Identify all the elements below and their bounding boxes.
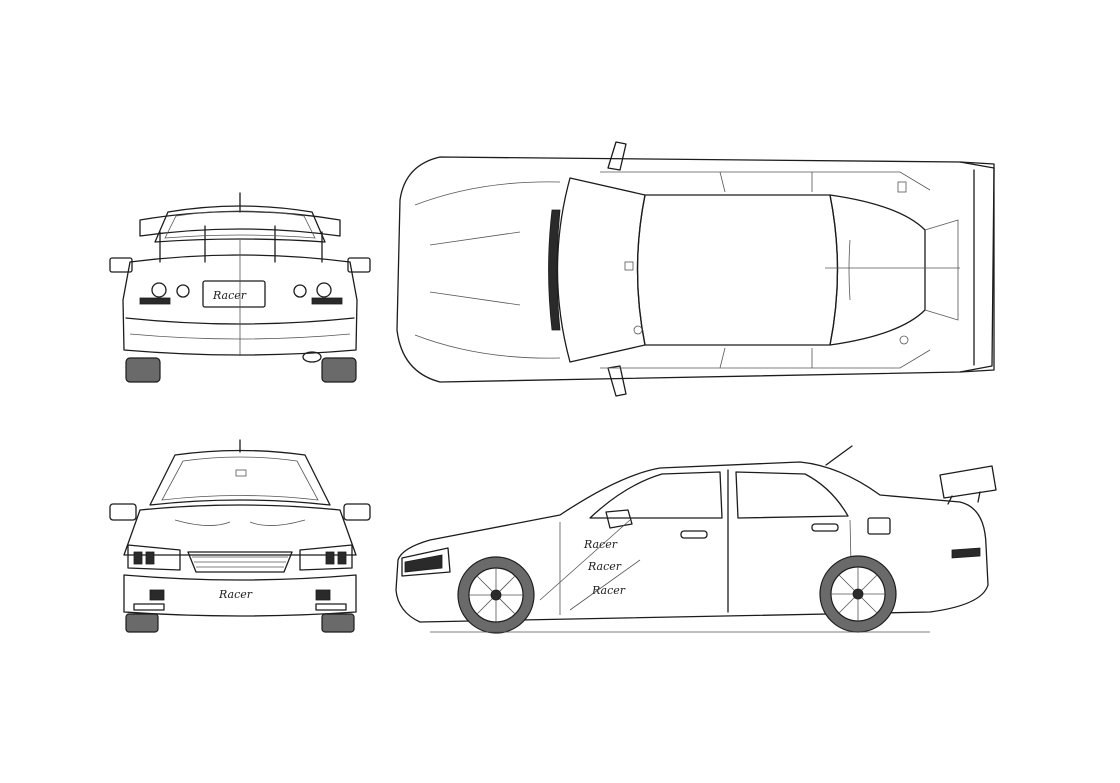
- rear-view: Racer: [109, 192, 371, 383]
- svg-text:Racer: Racer: [583, 538, 618, 551]
- svg-text:Racer: Racer: [587, 560, 622, 573]
- front-view: Racer: [109, 439, 371, 633]
- side-view: Racer Racer Racer: [395, 445, 997, 634]
- svg-text:Racer: Racer: [218, 588, 253, 601]
- svg-text:Racer: Racer: [591, 584, 626, 597]
- top-view: [396, 141, 995, 397]
- svg-text:Racer: Racer: [212, 289, 247, 302]
